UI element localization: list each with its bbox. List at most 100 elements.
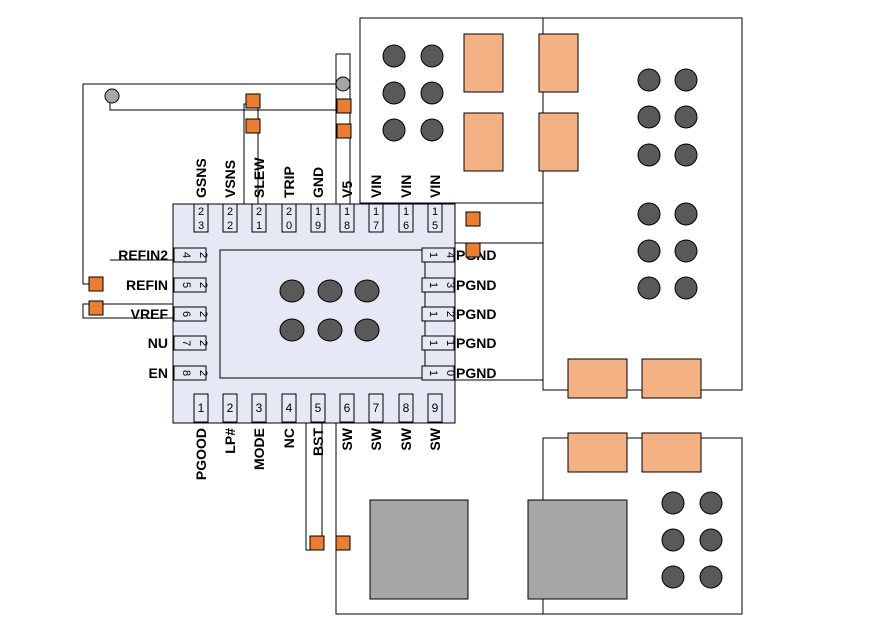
pin-label: GND [310,167,326,198]
thermal-pad [219,249,426,379]
via [674,202,698,226]
pin-number: 5 [315,401,322,415]
pin-number: 6 [180,311,192,317]
top-pin: 2 2 VSNS [222,160,238,233]
pin-number: 2 [197,252,209,258]
via [674,143,698,167]
pin-pad [421,306,455,322]
input-cap-pad [538,112,579,172]
refin-pad [88,276,104,292]
bottom-pin: 8SW [398,393,414,451]
pin-number: 2 [227,220,233,232]
pin-label: GSNS [193,158,209,198]
via [420,118,444,142]
pin-label: REFIN2 [118,247,168,263]
pin-number: 5 [432,220,438,232]
pin-number: 1 [198,401,205,415]
pin-pad [193,203,209,233]
pin-number: 2 [286,206,292,218]
top-pin: 1 9 GND [310,167,326,233]
via [637,276,661,300]
right-pin: 14PGND [421,247,496,263]
pin-label: MODE [251,428,267,470]
input-cap-pad [463,33,504,93]
pgnd-cap-pad [567,358,628,399]
via [317,318,343,342]
pin-pad [310,203,326,233]
pin-pad [173,335,207,351]
vin-bypass-pad [465,211,481,227]
pin-label: SLEW [251,157,267,198]
pin-number: 2 [197,370,209,376]
pin-number: 1 [315,206,321,218]
pin-number: 2 [197,282,209,288]
pin-number: 8 [403,401,410,415]
input-region-vias [637,68,698,300]
pin-pad [368,393,384,423]
vin-vias [382,44,444,142]
via [661,491,685,515]
inductor-pad [527,499,628,600]
signal-vias [104,76,351,104]
pin-label: SW [339,427,355,450]
inductor-pads [369,499,628,600]
left-pin: 24 REFIN2 [118,247,209,263]
via [637,68,661,92]
via [661,528,685,552]
pin-pad [398,393,414,423]
pin-number: 4 [180,252,192,258]
pin-pad [222,393,238,423]
pin-number: 2 [227,206,233,218]
pin-pad [251,203,267,233]
pin-number: 1 [373,206,379,218]
pin-pad [222,203,238,233]
pin-label: V5 [339,181,355,198]
pin-label: VIN [398,175,414,198]
pin-pad [427,393,443,423]
pin-number: 1 [444,340,456,346]
thermal-vias [279,279,380,342]
pin-label: PGND [456,335,496,351]
pin-pad [398,203,414,233]
via [637,105,661,129]
pin-pad [193,393,209,423]
pin-number: 2 [227,401,234,415]
slew-pad [245,118,261,134]
pin-number: 0 [444,370,456,376]
pin-pad [173,365,207,381]
bst-pad [309,535,325,551]
pin-number: 2 [197,311,209,317]
pin-number: 3 [444,282,456,288]
pin-number: 8 [180,370,192,376]
pin-number: 1 [427,340,439,346]
inductor-pad [369,499,469,600]
pin-pad [421,277,455,293]
pin-label: BST [310,428,326,456]
pin-label: SW [398,427,414,450]
via [382,44,406,68]
via [279,279,305,303]
via [382,81,406,105]
pin-pad [339,393,355,423]
pin-number: 1 [427,370,439,376]
bottom-pin: 7SW [368,393,384,451]
pin-number: 6 [403,220,409,232]
pin-number: 7 [373,220,379,232]
via [674,68,698,92]
pin-number: 9 [315,220,321,232]
pin-label: NU [148,335,168,351]
pin-pad [310,393,326,423]
via [674,239,698,263]
pin-label: VSNS [222,160,238,198]
